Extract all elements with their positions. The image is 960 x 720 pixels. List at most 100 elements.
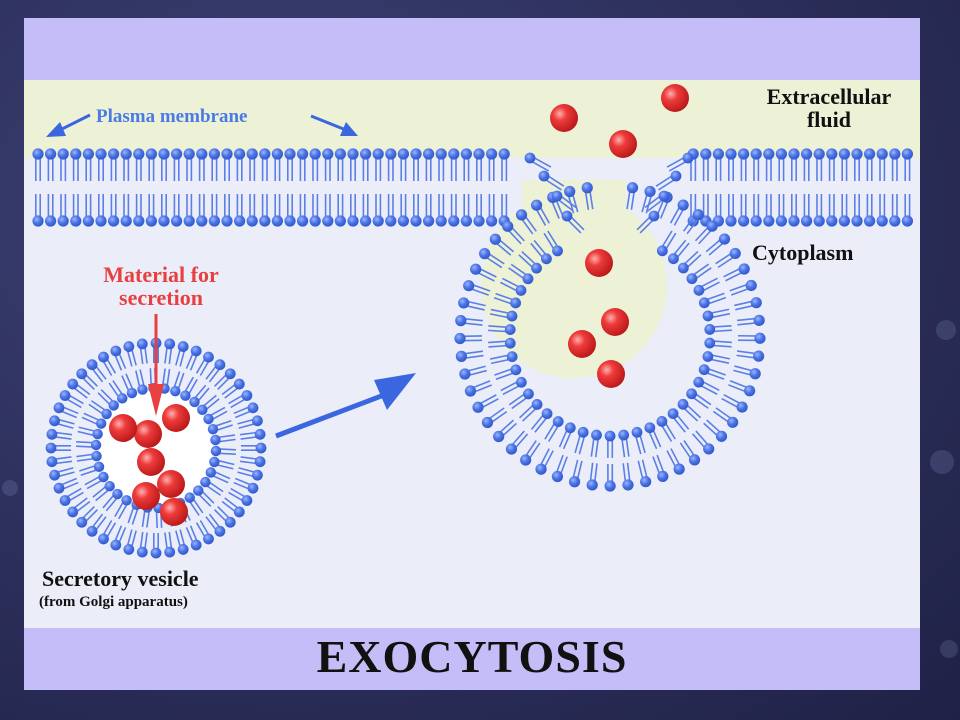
lipid-head (698, 364, 710, 376)
lipid-head (670, 170, 682, 182)
lipid-head (506, 351, 518, 363)
lipid-head (180, 390, 191, 401)
background-dot (936, 320, 956, 340)
lipid-head (788, 215, 800, 227)
lipid-head (504, 337, 516, 349)
lipid-head (208, 215, 220, 227)
lipid-head (692, 209, 704, 221)
lipid-head (864, 215, 876, 227)
exocytosis-diagram (32, 84, 914, 559)
lipid-head (552, 416, 564, 427)
lipid-head (626, 182, 639, 194)
lipid-head (410, 148, 422, 160)
lipid-head (255, 442, 267, 454)
lipid-head (515, 209, 528, 221)
lipid-head (725, 215, 737, 227)
material-label-line2: secretion (119, 285, 203, 310)
lipid-head (158, 215, 170, 227)
lipid-head (738, 215, 750, 227)
lipid-head (123, 544, 135, 555)
secretion-particle (134, 420, 162, 448)
background-dot (940, 640, 958, 658)
lipid-head (112, 488, 123, 500)
lipid-head (137, 384, 148, 395)
lipid-head (184, 492, 195, 503)
lipid-head (214, 359, 226, 371)
lipid-head (397, 148, 409, 160)
lipid-head (531, 262, 542, 274)
lipid-head (234, 148, 246, 160)
lipid-head (117, 393, 128, 404)
lipid-head (49, 469, 60, 481)
lipid-head (397, 215, 409, 227)
lipid-head (479, 248, 491, 260)
material-for-secretion-label: Material for secretion (76, 263, 246, 309)
lipid-head (658, 190, 670, 202)
lipid-head (577, 426, 589, 438)
lipid-head (347, 215, 359, 227)
lipid-head (136, 546, 148, 558)
lipid-head (591, 429, 602, 441)
lipid-head (98, 471, 109, 483)
lipid-head (604, 480, 616, 492)
secretion-particle (609, 130, 637, 158)
lipid-head (385, 215, 397, 227)
lipid-head (241, 495, 253, 506)
lipid-head (551, 190, 563, 202)
lipid-head (745, 279, 757, 292)
lipid-head (246, 148, 258, 160)
lipid-head (224, 368, 236, 380)
lipid-head (864, 148, 876, 160)
secretion-particle (597, 360, 625, 388)
lipid-head (49, 415, 60, 427)
lipid-head (801, 148, 813, 160)
lipid-head (247, 482, 259, 494)
lipid-head (682, 152, 694, 164)
lipid-head (423, 215, 435, 227)
lipid-head (523, 388, 534, 400)
lipid-head (561, 210, 573, 222)
lipid-head (470, 263, 482, 275)
lipid-head (813, 215, 825, 227)
lipid-head (410, 215, 422, 227)
lipid-head (259, 215, 271, 227)
lipid-head (738, 148, 750, 160)
lipid-head (788, 148, 800, 160)
lipid-head (510, 364, 522, 376)
lipid-head (750, 148, 762, 160)
lipid-head (297, 215, 309, 227)
lipid-head (729, 247, 741, 260)
lipid-head (120, 148, 132, 160)
lipid-head (224, 516, 236, 528)
lipid-head (486, 148, 498, 160)
lipid-head (493, 430, 505, 443)
label-arrow-left-head (46, 122, 66, 137)
lipid-head (693, 376, 705, 388)
lipid-head (656, 245, 668, 257)
lipid-head (309, 215, 321, 227)
lipid-head (459, 368, 471, 380)
lipid-head (322, 215, 334, 227)
lipid-head (126, 387, 138, 399)
secretion-particle (109, 414, 137, 442)
lipid-head (750, 297, 762, 309)
lipid-head (531, 199, 543, 211)
lipid-head (104, 480, 115, 492)
page-title: EXOCYTOSIS (316, 631, 628, 682)
lipid-head (57, 215, 69, 227)
lipid-head (851, 215, 863, 227)
lipid-head (504, 324, 516, 335)
material-label-line1: Material for (103, 262, 219, 287)
lipid-head (53, 482, 65, 494)
lipid-head (715, 430, 728, 442)
lipid-head (360, 215, 372, 227)
secretion-particle (160, 498, 188, 526)
lipid-head (448, 148, 460, 160)
lipid-head (190, 345, 202, 357)
lipid-head (667, 408, 679, 420)
secretion-particle (568, 330, 596, 358)
lipid-head (372, 148, 384, 160)
lipid-head (98, 351, 109, 363)
lipid-head (98, 533, 109, 545)
lipid-head (347, 148, 359, 160)
